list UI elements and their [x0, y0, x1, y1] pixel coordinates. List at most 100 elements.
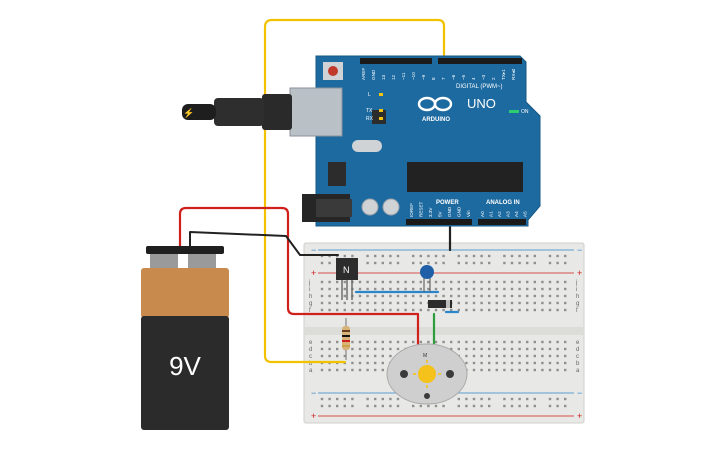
- analog-pin-label-4: A4: [514, 211, 519, 217]
- bottom-rail-minus: −: [311, 388, 316, 398]
- usb-cable: [182, 104, 216, 120]
- row-letter-j: j: [308, 280, 310, 286]
- top-rail-minus: −: [311, 245, 316, 255]
- dc-motor[interactable]: M: [386, 343, 468, 405]
- capacitor-2: [382, 198, 400, 216]
- row-letter-g: g: [309, 301, 312, 307]
- reset-button-cap[interactable]: [328, 66, 338, 76]
- analog-pin-label-1: A1: [489, 211, 494, 217]
- battery-9v[interactable]: 9V: [141, 246, 229, 430]
- digital-pin-label-1: GND: [371, 69, 376, 80]
- diode[interactable]: [428, 300, 452, 308]
- row-letter-right-d: d: [576, 347, 579, 353]
- row-letter-a: a: [309, 368, 313, 374]
- led-label-l: L: [368, 92, 371, 98]
- motor-shaft-icon: [418, 365, 436, 383]
- analog-pin-label-5: A5: [523, 211, 528, 217]
- digital-header-left: [360, 58, 432, 64]
- digital-header-title: DIGITAL (PWM~): [456, 84, 503, 90]
- row-letter-right-i: i: [576, 287, 577, 293]
- analog-pin-label-3: A3: [506, 211, 511, 217]
- digital-pin-label-12: ~3: [481, 74, 486, 80]
- red-wire[interactable]: [178, 206, 420, 348]
- digital-pin-label-8: 7: [441, 77, 446, 80]
- arduino-infinity-logo: [417, 96, 453, 112]
- atmega-chip: [407, 162, 523, 192]
- battery-terminal-cap: [146, 246, 224, 254]
- arduino-model: UNO: [467, 96, 496, 111]
- digital-pin-label-0: AREF: [361, 68, 366, 80]
- analog-header-title: ANALOG IN: [486, 200, 520, 206]
- arduino-board[interactable]: ⚡ L TX RX ON ARDUINO UNO: [182, 55, 541, 227]
- usb-port: [289, 87, 343, 137]
- led-label-tx: TX: [366, 108, 373, 114]
- top-rail-minus-right: −: [577, 245, 582, 255]
- power-pin-label-6: Vin: [466, 210, 471, 217]
- row-letter-e: e: [309, 340, 313, 346]
- row-letter-f: f: [309, 308, 311, 314]
- row-letter-right-c: c: [576, 354, 579, 360]
- row-letter-b: b: [309, 361, 313, 367]
- battery-top-band: [141, 268, 229, 318]
- analog-header: [478, 219, 526, 225]
- digital-pin-label-10: ~5: [461, 74, 466, 80]
- power-pin-label-2: 3.3V: [428, 207, 433, 217]
- digital-pin-label-3: 12: [391, 74, 396, 80]
- battery-label: 9V: [169, 351, 201, 381]
- battery-body: [141, 316, 229, 430]
- row-letter-right-j: j: [575, 280, 577, 286]
- power-pin-label-0: IOREF: [409, 203, 414, 217]
- usb-bolt-icon: ⚡: [183, 107, 194, 119]
- analog-pin-label-2: A2: [497, 211, 502, 217]
- transistor[interactable]: N: [336, 258, 358, 300]
- power-pin-label-4: GND: [447, 206, 452, 217]
- row-letter-right-h: h: [576, 294, 579, 300]
- led-rx: [379, 117, 383, 120]
- regulator: [328, 162, 346, 186]
- power-header: [406, 219, 472, 225]
- crystal: [352, 140, 382, 152]
- yellow-wire[interactable]: [263, 18, 446, 364]
- digital-pin-label-2: 13: [381, 74, 386, 80]
- row-letter-right-e: e: [576, 340, 580, 346]
- digital-pin-label-5: ~10: [411, 72, 416, 80]
- row-letter-right-b: b: [576, 361, 580, 367]
- digital-pin-label-15: RX◂0: [511, 68, 516, 80]
- top-rail-plus: +: [311, 268, 316, 278]
- black-wire-battery[interactable]: [189, 231, 339, 256]
- wires: [178, 18, 460, 364]
- digital-header-right: [438, 58, 522, 64]
- usb-cable-boot: [214, 98, 264, 126]
- row-letter-c: c: [309, 354, 312, 360]
- digital-pin-label-6: ~9: [421, 74, 426, 80]
- battery-terminal-negative: [188, 254, 216, 268]
- battery-terminal-positive: [150, 254, 178, 268]
- led-label-rx: RX: [366, 116, 374, 122]
- resistor[interactable]: [342, 318, 350, 360]
- top-rail-plus-right: +: [577, 268, 582, 278]
- row-letter-d: d: [309, 347, 312, 353]
- digital-pin-label-4: ~11: [401, 72, 406, 80]
- capacitor[interactable]: [420, 265, 434, 292]
- capacitor-1: [361, 198, 379, 216]
- power-pin-label-1: RESET: [419, 201, 424, 217]
- arduino-brand: ARDUINO: [422, 117, 450, 123]
- digital-pin-label-11: 4: [471, 77, 476, 80]
- digital-pin-label-13: 2: [491, 77, 496, 80]
- bottom-rail-minus-right: −: [577, 388, 582, 398]
- digital-pin-label-7: 8: [431, 77, 436, 80]
- bottom-rail-plus-right: +: [577, 411, 582, 421]
- on-label: ON: [521, 109, 529, 115]
- row-letter-right-a: a: [576, 368, 580, 374]
- analog-pin-label-0: A0: [480, 211, 485, 217]
- transistor-label: N: [343, 265, 350, 275]
- row-letter-right-f: f: [576, 308, 578, 314]
- digital-pin-label-9: ~6: [451, 74, 456, 80]
- led-l: [379, 93, 383, 96]
- led-tx: [379, 109, 383, 112]
